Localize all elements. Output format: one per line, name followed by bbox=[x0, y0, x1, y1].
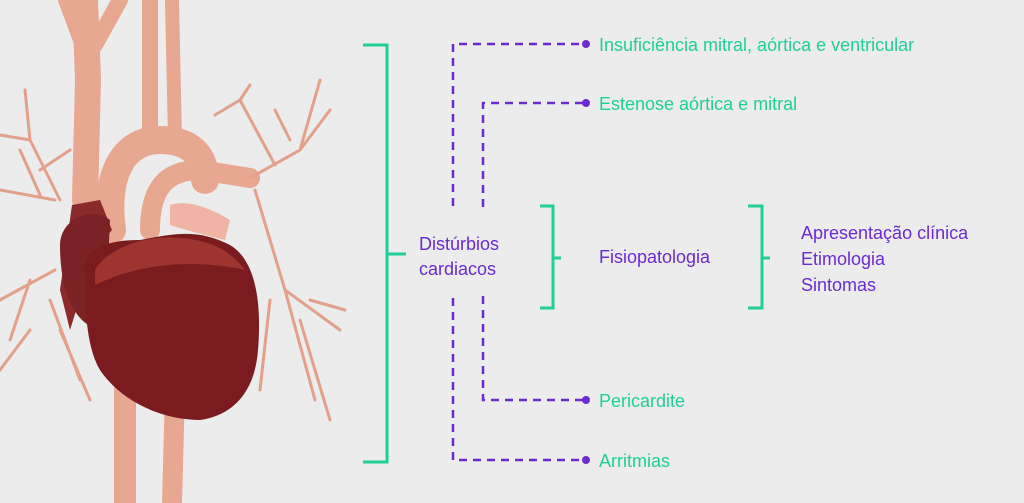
branch-insuficiencia: Insuficiência mitral, aórtica e ventricu… bbox=[599, 35, 915, 55]
connector-insuficiencia bbox=[451, 42, 584, 206]
dot-icon bbox=[582, 396, 590, 404]
detail-apresentacao: Apresentação clínica bbox=[801, 223, 969, 243]
connector-pericardite bbox=[481, 296, 584, 402]
fisiopatologia-bracket bbox=[540, 204, 561, 310]
fisiopatologia-label: Fisiopatologia bbox=[599, 247, 711, 267]
heart-illustration bbox=[0, 0, 347, 503]
branch-arritmias: Arritmias bbox=[599, 451, 670, 471]
dot-icon bbox=[582, 40, 590, 48]
main-bracket bbox=[363, 43, 406, 464]
dot-icon bbox=[582, 99, 590, 107]
center-topic: Distúrbios cardiacos bbox=[419, 233, 499, 280]
connector-arritmias bbox=[451, 298, 584, 462]
branch-pericardite: Pericardite bbox=[599, 391, 686, 411]
branch-estenose: Estenose aórtica e mitral bbox=[599, 94, 798, 114]
center-topic-line1: Distúrbios bbox=[419, 234, 500, 254]
center-topic-line2: cardiacos bbox=[419, 259, 497, 279]
connectors bbox=[363, 40, 770, 464]
details-list: Apresentação clínica Etimologia Sintomas bbox=[801, 220, 968, 298]
details-bracket bbox=[748, 204, 770, 310]
connector-estenose bbox=[481, 101, 584, 207]
dot-icon bbox=[582, 456, 590, 464]
detail-sintomas: Sintomas bbox=[801, 275, 877, 295]
detail-etimologia: Etimologia bbox=[801, 249, 886, 269]
